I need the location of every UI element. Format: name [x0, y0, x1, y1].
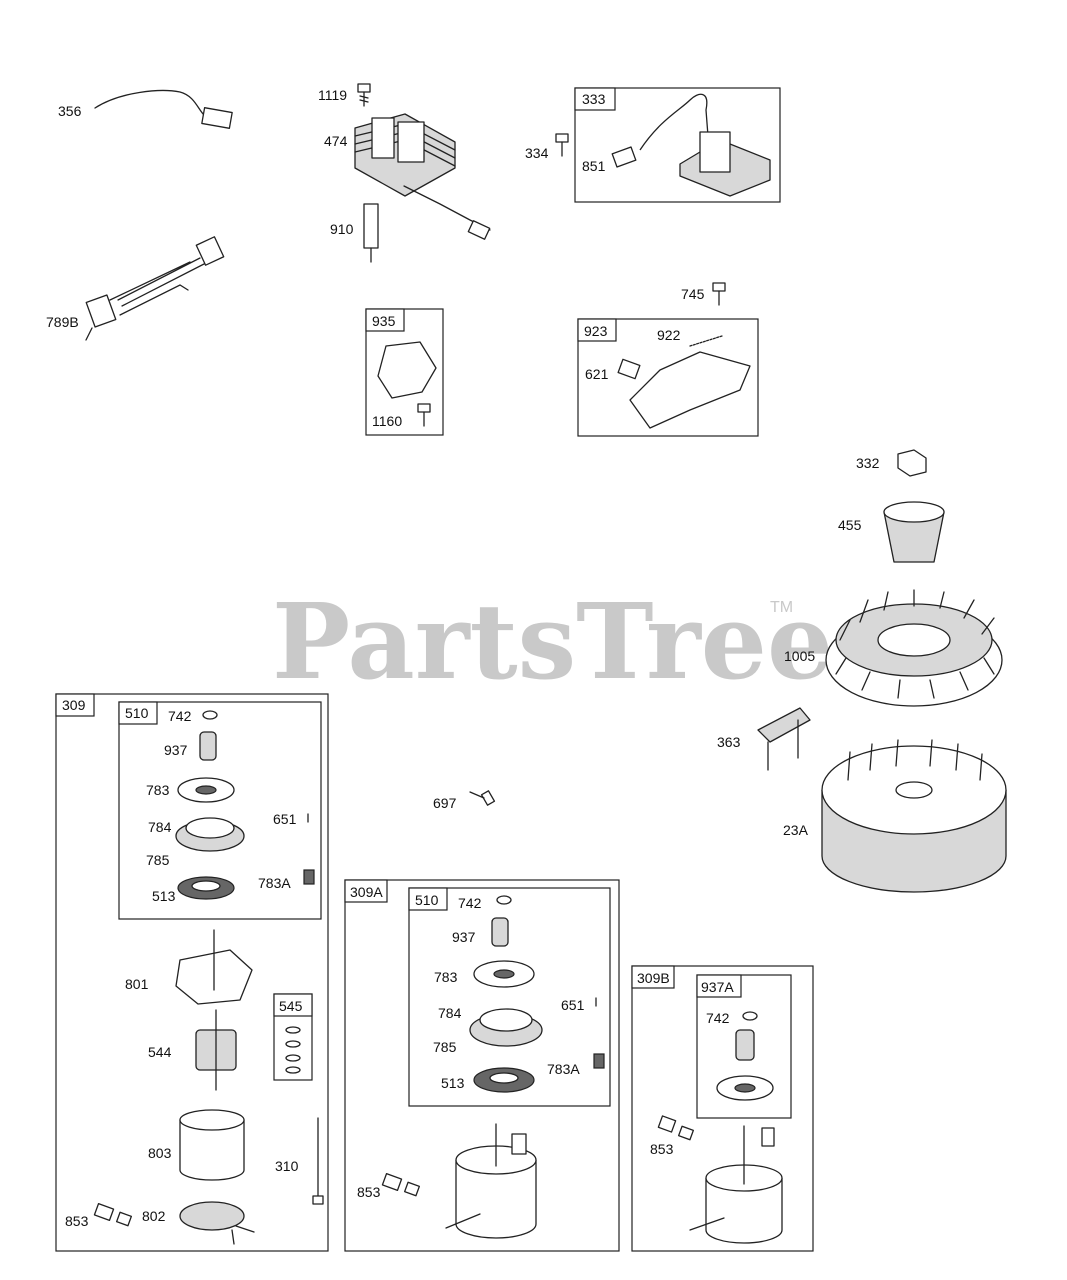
label-621: 621 [585, 366, 609, 382]
label-334: 334 [525, 145, 549, 161]
label-922: 922 [657, 327, 681, 343]
label-309A-510: 510 [415, 892, 439, 908]
part-1119-screw[interactable] [357, 83, 371, 107]
label-309A-742: 742 [458, 895, 482, 911]
part-697-screw[interactable] [469, 790, 496, 806]
group-333 [574, 87, 781, 203]
part-23A-flywheel[interactable] [821, 739, 1007, 893]
part-789B-harness[interactable] [85, 236, 225, 341]
label-309-783: 783 [146, 782, 170, 798]
part-474-armature[interactable] [354, 113, 491, 240]
part-363-bracket[interactable] [757, 707, 811, 771]
label-745: 745 [681, 286, 705, 302]
part-356-wire[interactable] [94, 89, 233, 129]
group-309B [631, 965, 814, 1252]
label-309-742: 742 [168, 708, 192, 724]
label-309A-783A: 783A [547, 1061, 580, 1077]
label-309B-853: 853 [650, 1141, 674, 1157]
label-309A-937: 937 [452, 929, 476, 945]
label-935: 935 [372, 313, 396, 329]
watermark-text: PartsTree [272, 580, 833, 703]
label-309-513: 513 [152, 888, 176, 904]
label-309A-783: 783 [434, 969, 458, 985]
group-309 [55, 693, 329, 1252]
label-309A-784: 784 [438, 1005, 462, 1021]
part-1005-fan[interactable] [825, 589, 1003, 707]
label-309-785: 785 [146, 852, 170, 868]
part-332-nut[interactable] [897, 449, 927, 477]
label-309-801: 801 [125, 976, 149, 992]
label-309-937: 937 [164, 742, 188, 758]
label-309B: 309B [637, 970, 670, 986]
label-851: 851 [582, 158, 606, 174]
label-309-784: 784 [148, 819, 172, 835]
label-309-853: 853 [65, 1213, 89, 1229]
part-910-spacer[interactable] [363, 203, 379, 263]
label-363: 363 [717, 734, 741, 750]
label-309B-937A: 937A [701, 979, 734, 995]
part-745-screw[interactable] [712, 282, 726, 306]
watermark-trademark: TM [770, 599, 793, 616]
label-309-544: 544 [148, 1044, 172, 1060]
label-309A-513: 513 [441, 1075, 465, 1091]
label-309A-853: 853 [357, 1184, 381, 1200]
label-309A: 309A [350, 884, 383, 900]
label-455: 455 [838, 517, 862, 533]
label-309-803: 803 [148, 1145, 172, 1161]
label-309: 309 [62, 697, 86, 713]
label-1160: 1160 [372, 413, 402, 429]
label-474: 474 [324, 133, 348, 149]
label-309-651: 651 [273, 811, 297, 827]
label-309A-651: 651 [561, 997, 585, 1013]
label-923: 923 [584, 323, 608, 339]
label-309-802: 802 [142, 1208, 166, 1224]
label-309B-742: 742 [706, 1010, 730, 1026]
part-334-screw[interactable] [555, 133, 569, 157]
label-309-510: 510 [125, 705, 149, 721]
label-1005: 1005 [784, 648, 815, 664]
part-455-cup[interactable] [883, 501, 945, 563]
label-309-310: 310 [275, 1158, 299, 1174]
label-309-783A: 783A [258, 875, 291, 891]
label-356: 356 [58, 103, 82, 119]
label-697: 697 [433, 795, 457, 811]
label-333: 333 [582, 91, 606, 107]
label-789B: 789B [46, 314, 79, 330]
label-1119: 1119 [318, 87, 347, 103]
label-332: 332 [856, 455, 880, 471]
group-935 [365, 308, 444, 436]
label-23A: 23A [783, 822, 809, 838]
group-309A [344, 879, 620, 1252]
label-309-545: 545 [279, 998, 303, 1014]
group-923 [577, 318, 759, 437]
label-309A-785: 785 [433, 1039, 457, 1055]
label-910: 910 [330, 221, 354, 237]
